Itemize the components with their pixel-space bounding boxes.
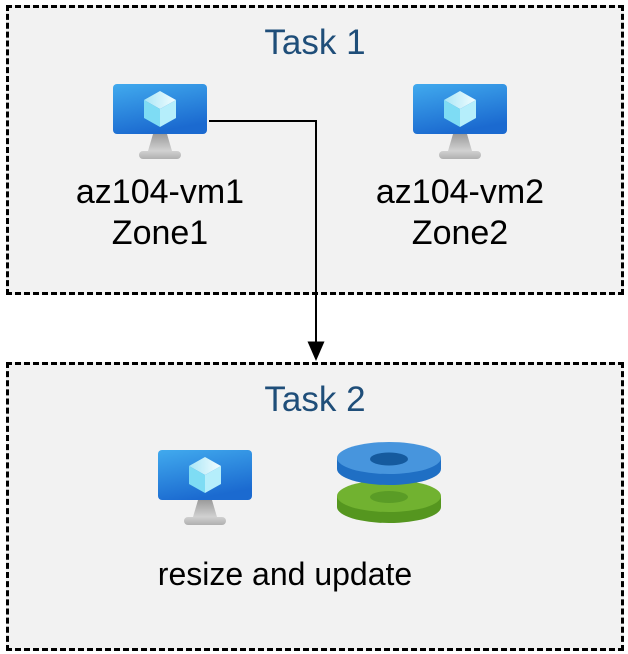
task1-title: Task 1 — [264, 23, 366, 62]
vm1-label: az104-vm1 Zone1 — [40, 172, 280, 254]
vm1-zone: Zone1 — [111, 214, 209, 252]
virtual-machine-icon — [113, 84, 207, 159]
arrowhead-icon — [307, 341, 325, 361]
task1-box: Task 1 az104-vm1 Zone1 az104-vm2 Zone2 — [6, 5, 624, 295]
vm2-name: az104-vm2 — [375, 173, 545, 211]
virtual-machine-icon — [158, 450, 252, 525]
task2-title: Task 2 — [264, 380, 366, 419]
vm1-name: az104-vm1 — [75, 173, 245, 211]
virtual-machine-icon — [413, 84, 507, 159]
vm2-label: az104-vm2 Zone2 — [340, 172, 580, 254]
vm2-zone: Zone2 — [411, 214, 509, 252]
managed-disks-icon — [337, 442, 441, 523]
task2-box: Task 2 resize and update — [6, 362, 624, 651]
task2-caption: resize and update — [157, 556, 413, 592]
